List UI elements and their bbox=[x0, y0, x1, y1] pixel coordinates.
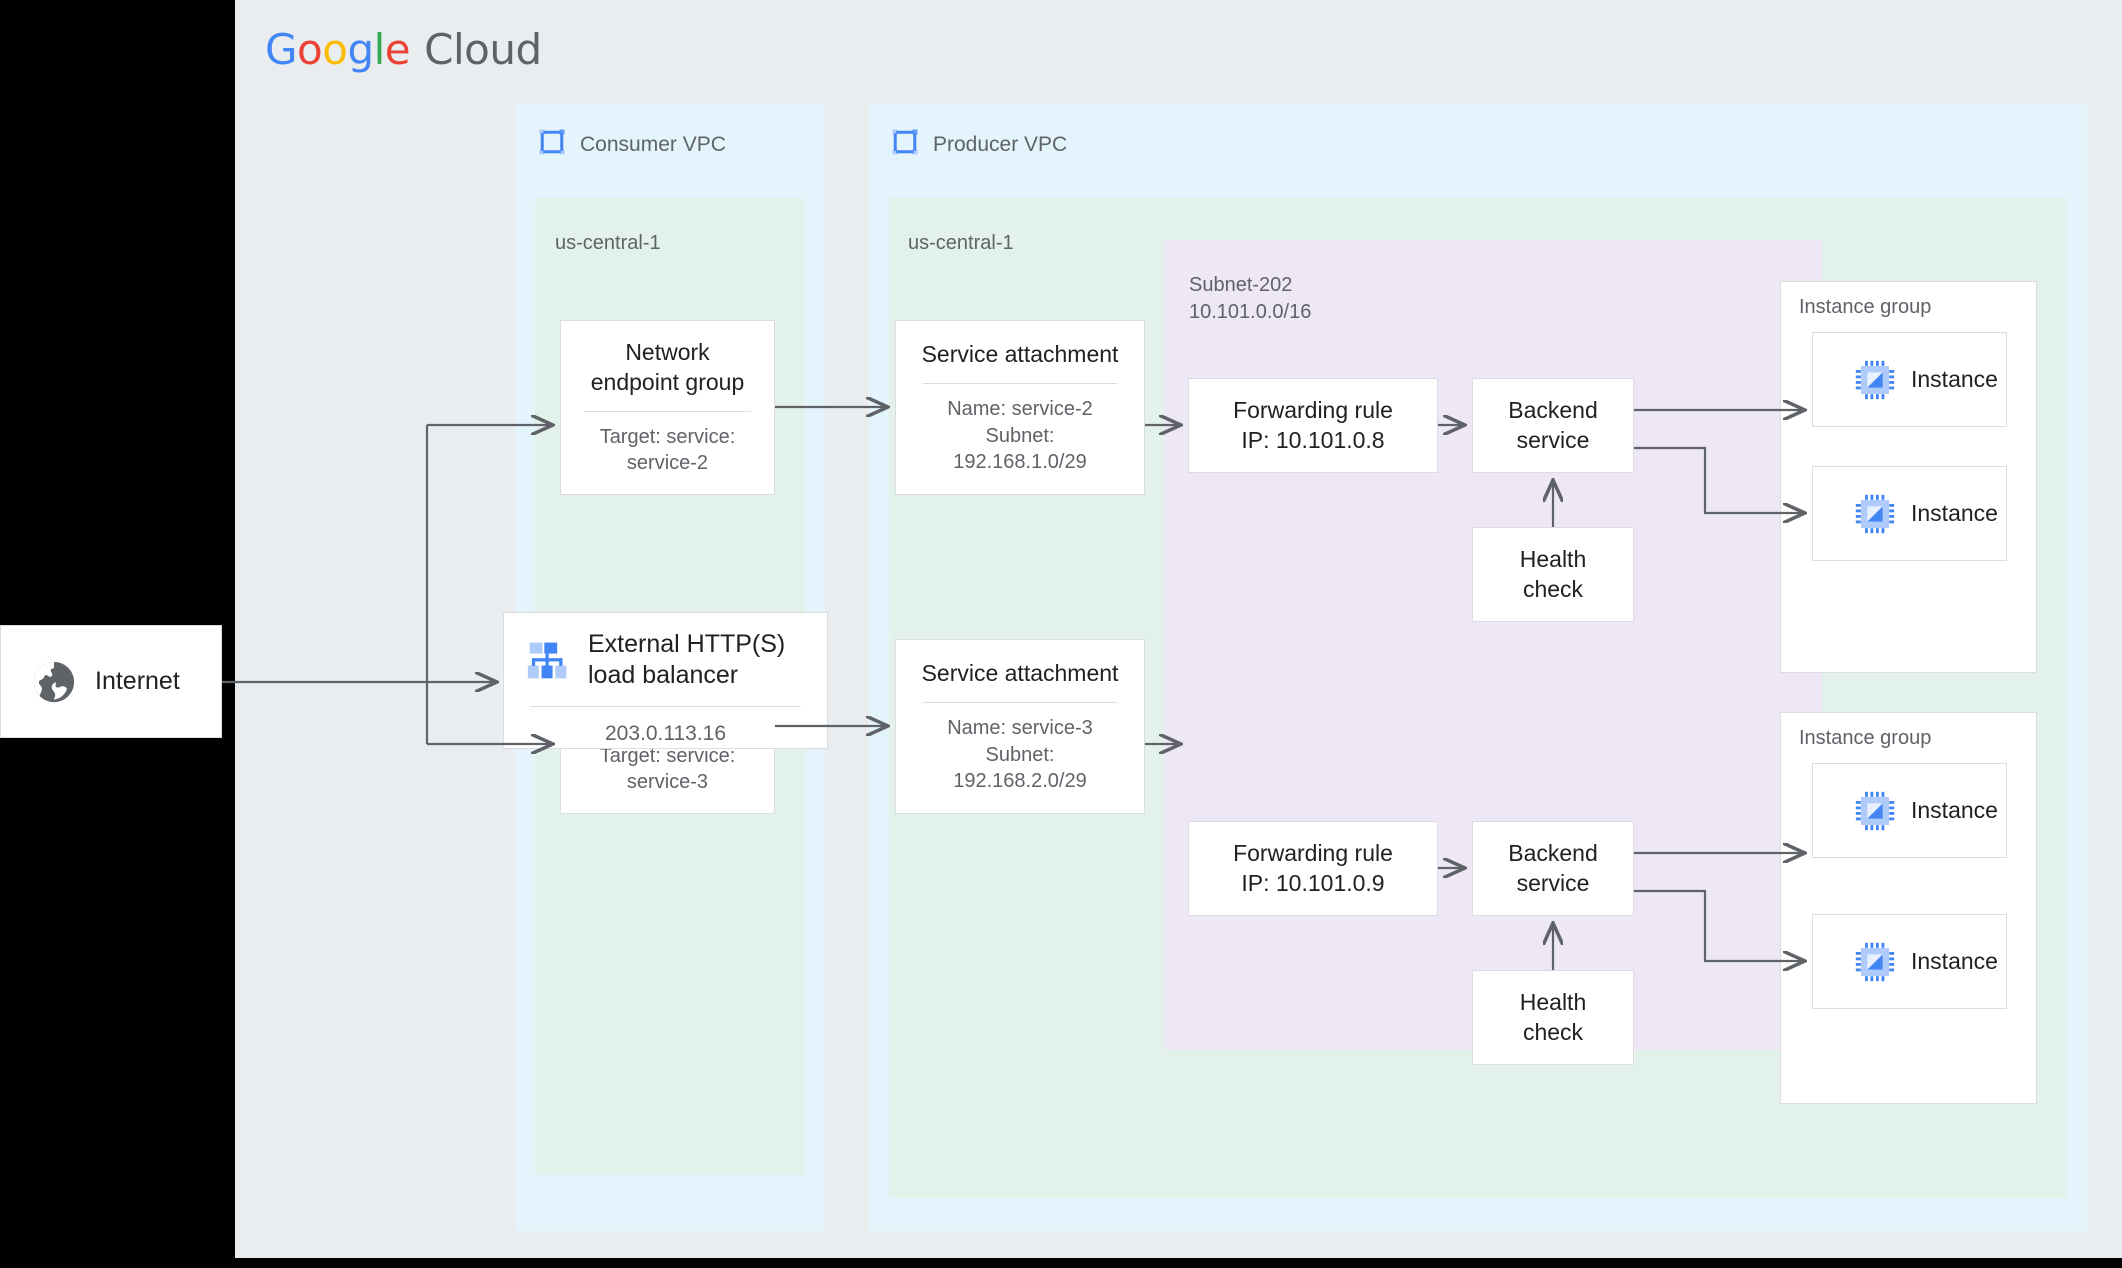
sa-1-title: Service attachment bbox=[921, 340, 1119, 367]
external-http-load-balancer-card[interactable]: External HTTP(S) load balancer 203.0.113… bbox=[503, 612, 828, 749]
instance-chip-icon bbox=[1855, 360, 1895, 400]
instance-group-2-label: Instance group bbox=[1799, 727, 1932, 749]
neg-2-target: Target: service: service-3 bbox=[599, 745, 736, 794]
load-balancer-icon bbox=[526, 638, 570, 682]
forwarding-rule-1[interactable]: Forwarding rule IP: 10.101.0.8 bbox=[1188, 378, 1438, 473]
sa-2-divider bbox=[923, 702, 1117, 704]
instance-1a[interactable]: Instance bbox=[1812, 332, 2007, 427]
logo-letter-G: G bbox=[265, 25, 298, 74]
instance-chip-icon bbox=[1855, 791, 1895, 831]
globe-icon bbox=[31, 659, 77, 705]
network-endpoint-group-1[interactable]: Network endpoint group Target: service: … bbox=[560, 320, 775, 495]
diagram-canvas: Google Cloud Consumer VPC us-central-1 Ne… bbox=[222, 0, 2122, 1258]
logo-letter-l: l bbox=[373, 25, 386, 74]
logo-letter-g: g bbox=[347, 25, 374, 74]
backend-service-1[interactable]: Backend service bbox=[1472, 378, 1634, 473]
logo-letter-e: e bbox=[384, 25, 411, 74]
sa-1-divider bbox=[923, 383, 1117, 385]
neg-1-divider bbox=[584, 411, 751, 413]
bs-2-title: Backend service bbox=[1508, 840, 1598, 896]
instance-2a[interactable]: Instance bbox=[1812, 763, 2007, 858]
consumer-vpc-label: Consumer VPC bbox=[580, 133, 726, 156]
sa-2-details: Name: service-3 Subnet: 192.168.2.0/29 bbox=[947, 717, 1093, 792]
bs-1-title: Backend service bbox=[1508, 397, 1598, 453]
vpc-icon bbox=[537, 127, 567, 157]
service-attachment-1[interactable]: Service attachment Name: service-2 Subne… bbox=[895, 320, 1145, 495]
health-check-2[interactable]: Health check bbox=[1472, 970, 1634, 1065]
neg-1-title: Network endpoint group bbox=[590, 339, 745, 395]
instance-group-1-label: Instance group bbox=[1799, 296, 1932, 318]
producer-vpc-label: Producer VPC bbox=[933, 133, 1068, 156]
instance-chip-icon bbox=[1855, 494, 1895, 534]
instance-2a-label: Instance bbox=[1911, 797, 1998, 823]
logo-word-cloud: Cloud bbox=[424, 25, 542, 74]
vpc-icon bbox=[890, 127, 920, 157]
internet-label: Internet bbox=[95, 667, 180, 695]
fr-2-title: Forwarding rule IP: 10.101.0.9 bbox=[1233, 840, 1393, 896]
bottom-black-strip bbox=[0, 1258, 2122, 1268]
instance-chip-icon bbox=[1855, 942, 1895, 982]
instance-2b-label: Instance bbox=[1911, 948, 1998, 974]
sa-1-details: Name: service-2 Subnet: 192.168.1.0/29 bbox=[947, 398, 1093, 473]
hc-1-title: Health check bbox=[1519, 546, 1587, 602]
neg-1-target: Target: service: service-2 bbox=[599, 426, 736, 475]
fr-1-title: Forwarding rule IP: 10.101.0.8 bbox=[1233, 397, 1393, 453]
load-balancer-ip: 203.0.113.16 bbox=[604, 721, 727, 745]
service-attachment-2[interactable]: Service attachment Name: service-3 Subne… bbox=[895, 639, 1145, 814]
logo-letter-o2: o bbox=[322, 25, 348, 74]
forwarding-rule-2[interactable]: Forwarding rule IP: 10.101.0.9 bbox=[1188, 821, 1438, 916]
instance-1b[interactable]: Instance bbox=[1812, 466, 2007, 561]
internet-node[interactable]: Internet bbox=[0, 625, 222, 738]
load-balancer-title: External HTTP(S) load balancer bbox=[588, 630, 786, 690]
instance-2b[interactable]: Instance bbox=[1812, 914, 2007, 1009]
subnet-202-panel bbox=[1165, 240, 1822, 1050]
hc-2-title: Health check bbox=[1519, 989, 1587, 1045]
instance-1a-label: Instance bbox=[1911, 366, 1998, 392]
google-cloud-logo: Google Cloud bbox=[265, 25, 542, 74]
load-balancer-divider bbox=[529, 705, 802, 707]
instance-1b-label: Instance bbox=[1911, 500, 1998, 526]
subnet-202-label: Subnet-202 10.101.0.0/16 bbox=[1189, 274, 1312, 323]
backend-service-2[interactable]: Backend service bbox=[1472, 821, 1634, 916]
sa-2-title: Service attachment bbox=[921, 659, 1119, 686]
producer-region-label: us-central-1 bbox=[908, 232, 1014, 254]
consumer-region-label: us-central-1 bbox=[555, 232, 661, 254]
health-check-1[interactable]: Health check bbox=[1472, 527, 1634, 622]
logo-letter-o1: o bbox=[297, 25, 323, 74]
